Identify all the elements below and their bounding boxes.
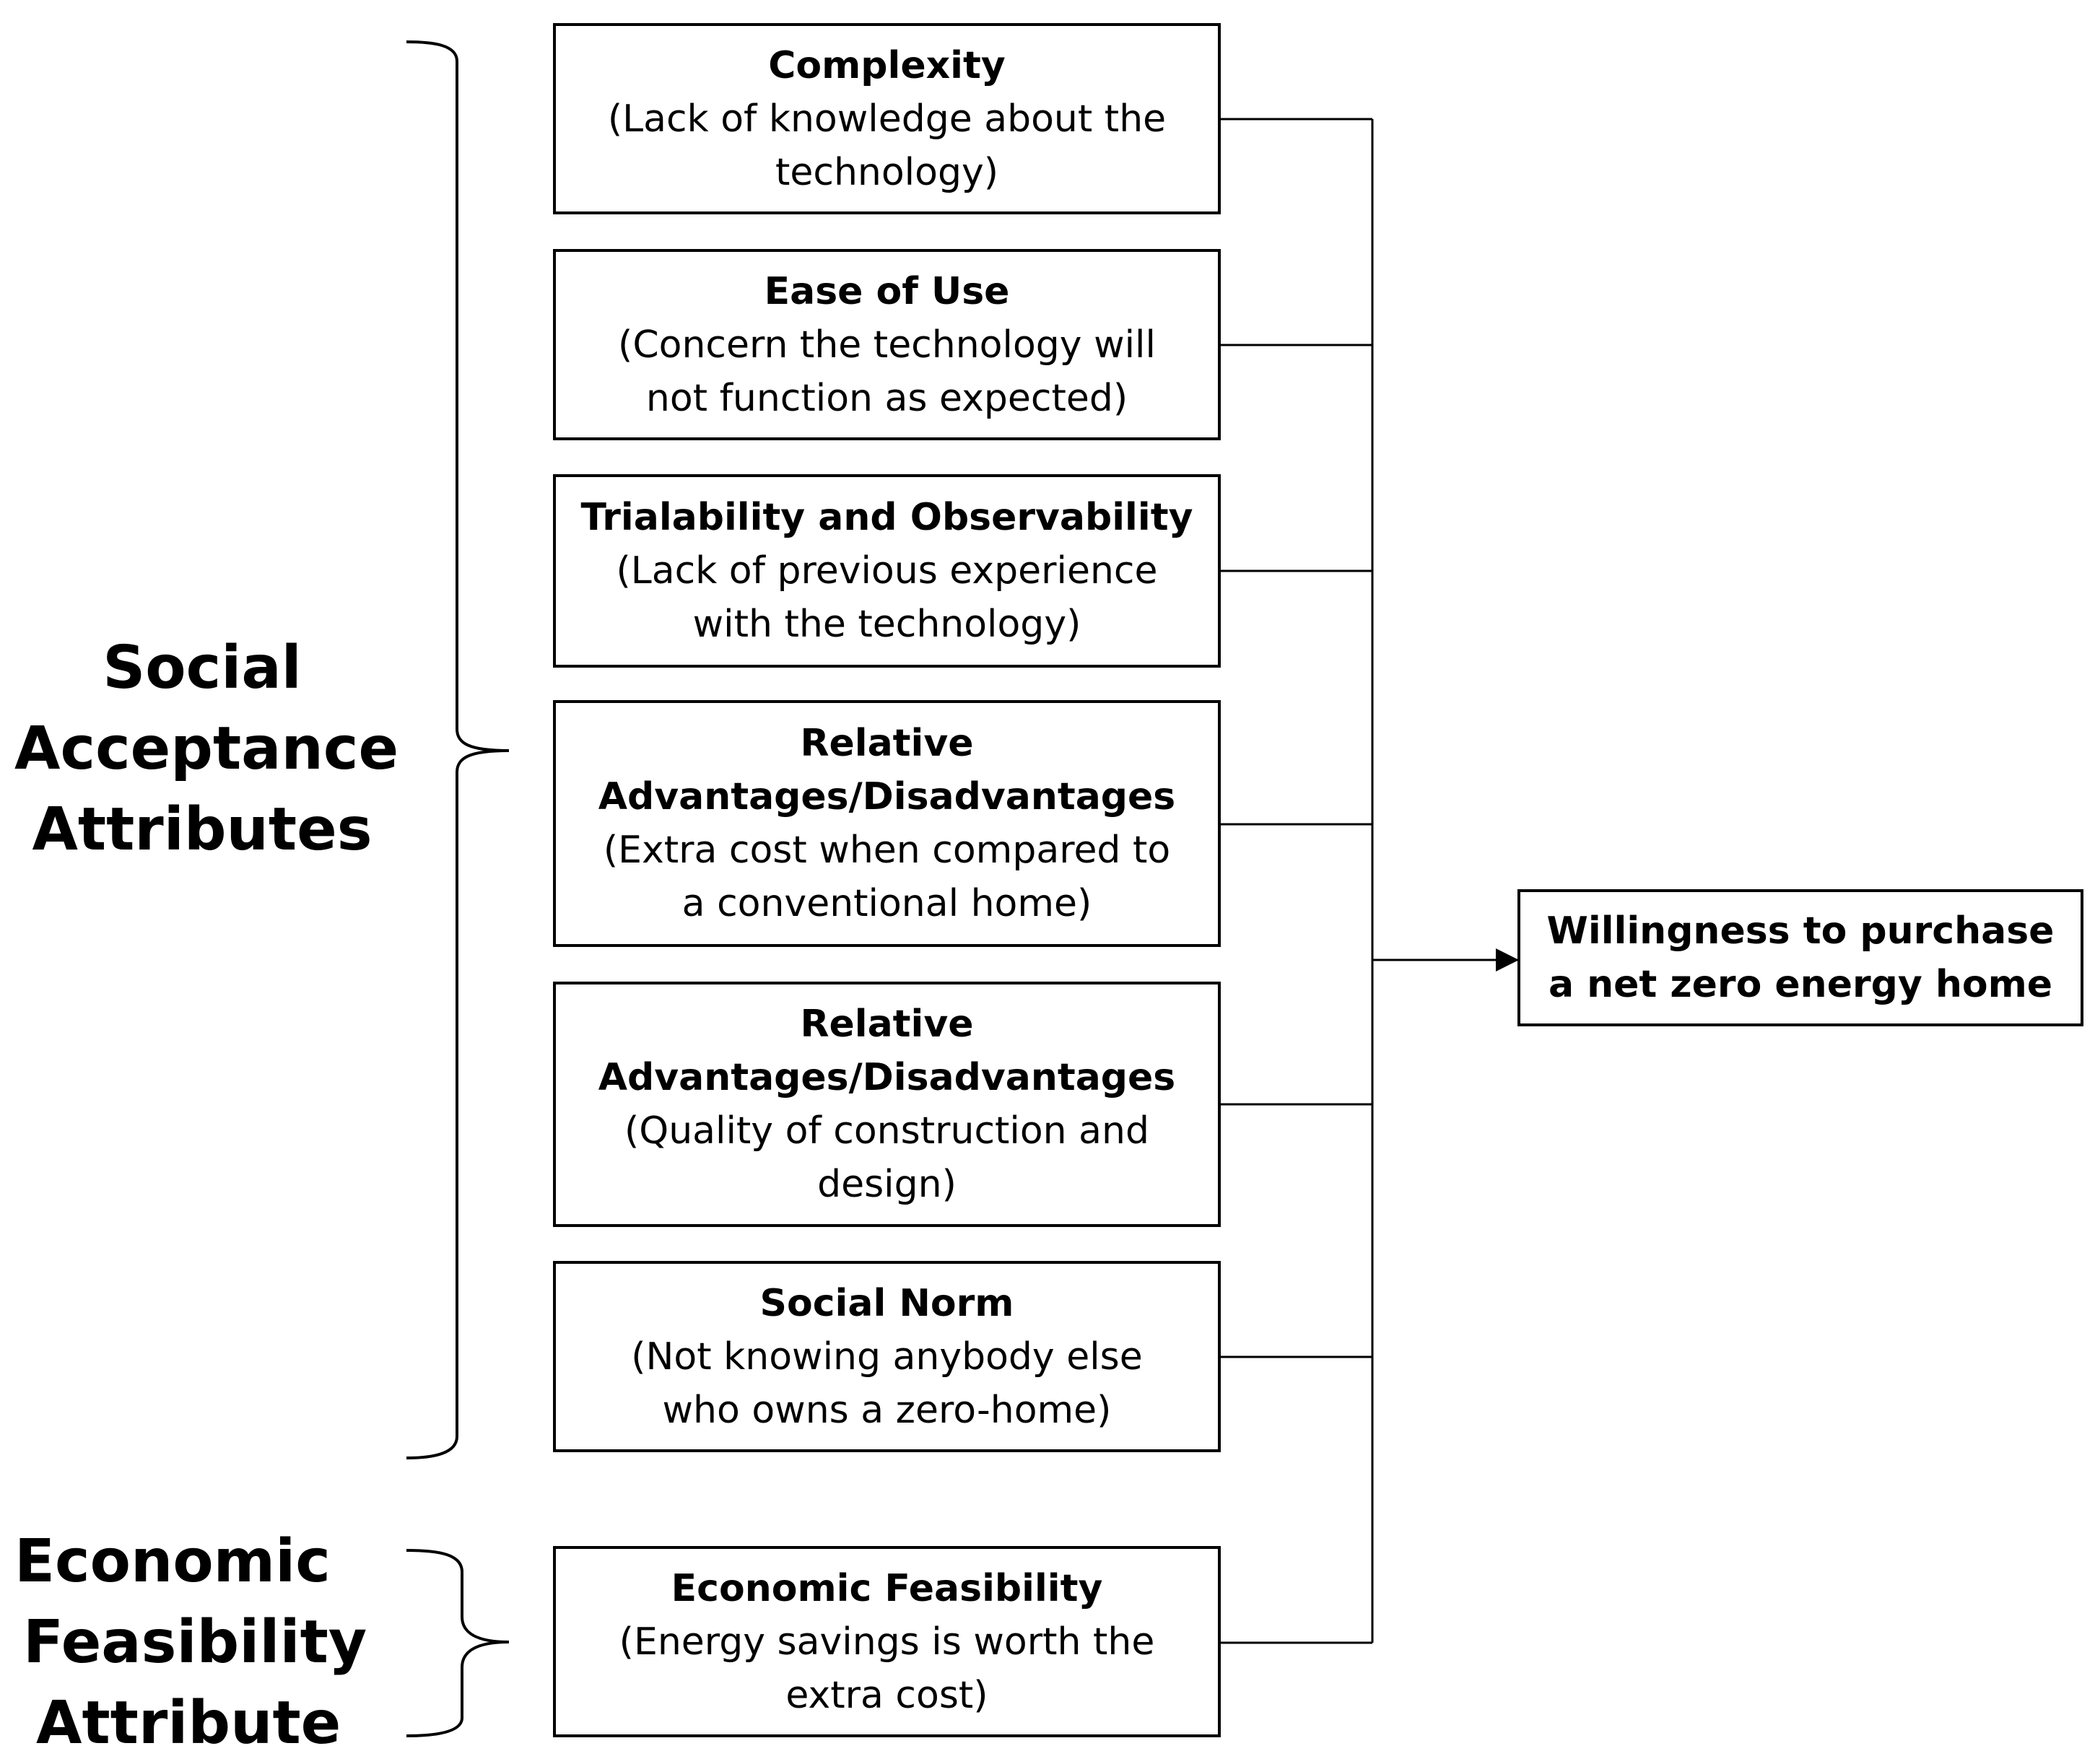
factor-desc-line: (Energy savings is worth the (619, 1620, 1155, 1664)
economic-brace (406, 1549, 510, 1737)
economic-label-line: Feasibility (23, 1608, 367, 1677)
factor-box-economic-feasibility: Economic Feasibility (Energy savings is … (553, 1546, 1221, 1737)
factor-title: Trialability and Observability (580, 496, 1193, 539)
factor-title: Social Norm (759, 1281, 1014, 1325)
outcome-box: Willingness to purchase a net zero energ… (1517, 889, 2083, 1026)
factor-title: Relative Advantages/Disadvantages (598, 1003, 1176, 1099)
factor-box-relative-quality: Relative Advantages/Disadvantages (Quali… (553, 982, 1221, 1227)
factor-title: Relative Advantages/Disadvantages (598, 722, 1176, 818)
factor-desc-line: (Quality of construction and (624, 1109, 1149, 1153)
factor-desc-line: (Lack of knowledge about the (607, 97, 1167, 141)
factor-title: Ease of Use (764, 269, 1010, 313)
factor-desc-line: (Extra cost when compared to (603, 829, 1171, 872)
factor-title: Complexity (768, 43, 1006, 87)
social-brace (406, 40, 510, 1459)
factor-box-ease-of-use: Ease of Use (Concern the technology will… (553, 249, 1221, 440)
factor-box-social-norm: Social Norm (Not knowing anybody else wh… (553, 1261, 1221, 1452)
factor-desc-line: who owns a zero-home) (662, 1388, 1112, 1432)
economic-feasibility-label: Economic Feasibility Attribute (14, 1521, 367, 1764)
factor-box-relative-cost: Relative Advantages/Disadvantages (Extra… (553, 700, 1221, 947)
factor-desc-line: design) (817, 1163, 957, 1206)
economic-label-line: Attribute (36, 1689, 341, 1758)
arrow-head (1496, 948, 1519, 971)
factor-desc-line: technology) (775, 150, 999, 194)
factor-desc-line: with the technology) (692, 603, 1081, 646)
factor-desc-line: a conventional home) (681, 882, 1092, 925)
social-acceptance-label: Social Acceptance Attributes (14, 628, 399, 870)
factor-box-trialability: Trialability and Observability (Lack of … (553, 474, 1221, 668)
factor-desc-line: extra cost) (785, 1673, 988, 1717)
social-label-line: Social (103, 634, 302, 702)
social-label-line: Attributes (32, 795, 373, 864)
factor-desc-line: (Lack of previous experience (616, 549, 1158, 593)
factor-title: Economic Feasibility (671, 1566, 1103, 1610)
economic-label-line: Economic (14, 1527, 331, 1596)
outcome-label: Willingness to purchase a net zero energ… (1546, 909, 2055, 1006)
factor-desc-line: (Not knowing anybody else (631, 1335, 1143, 1379)
social-label-line: Acceptance (14, 715, 399, 783)
factor-desc-line: (Concern the technology will (618, 323, 1156, 367)
factor-desc-line: not function as expected) (645, 376, 1128, 420)
factor-box-complexity: Complexity (Lack of knowledge about the … (553, 23, 1221, 214)
